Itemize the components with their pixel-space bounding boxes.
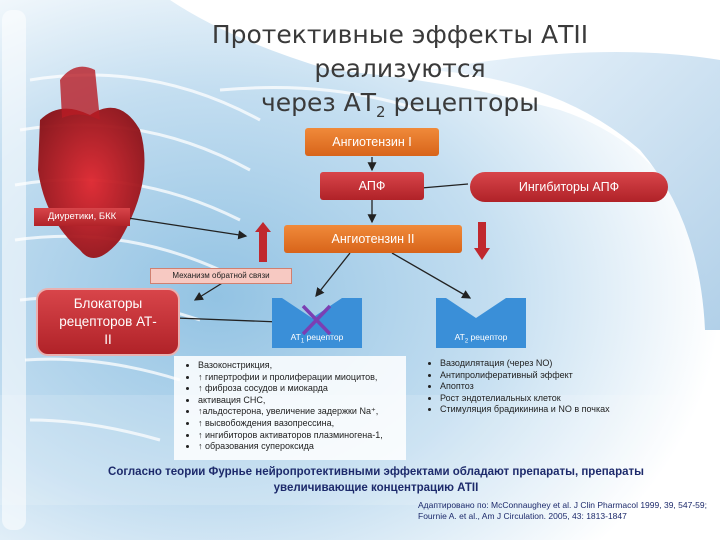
title-line-2: через АТ2 рецепторы bbox=[261, 88, 539, 121]
feedback-label-box: Механизм обратной связи bbox=[150, 268, 292, 284]
slide-title: Протективные эффекты АТII реализуются че… bbox=[140, 18, 660, 129]
list-item: Рост эндотелиальных клеток bbox=[440, 393, 626, 405]
angiotensin-1-node: Ангиотензин I bbox=[305, 128, 439, 156]
ace-inhibitors-label: Ингибиторы АПФ bbox=[518, 180, 620, 194]
conclusion-text: Согласно теории Фурнье нейропротективным… bbox=[108, 466, 644, 494]
ace-inhibitors-node: Ингибиторы АПФ bbox=[470, 172, 668, 202]
list-item: ↑ гипертрофии и пролиферации миоцитов, bbox=[198, 372, 406, 384]
list-item: Стимуляция брадикинина и NO в почках bbox=[440, 404, 626, 416]
angiotensin-2-node: Ангиотензин II bbox=[284, 225, 462, 253]
list-item: активация СНС, bbox=[198, 395, 406, 407]
title-line-1: Протективные эффекты АТII реализуются bbox=[211, 20, 589, 83]
at2-effects-panel: Вазодилятация (через NO) Антипролиферати… bbox=[416, 358, 626, 416]
list-item: ↑альдостерона, увеличение задержки Na⁺, bbox=[198, 406, 406, 418]
ace-label: АПФ bbox=[358, 179, 386, 193]
at1-effects-panel: Вазоконстрикция, ↑ гипертрофии и пролифе… bbox=[174, 356, 406, 460]
at2-receptor-label: АТ2 рецептор bbox=[454, 332, 508, 345]
ace-node: АПФ bbox=[320, 172, 424, 200]
angiotensin-2-label: Ангиотензин II bbox=[331, 232, 415, 246]
reference-line-2: Fournie A. et al., Am J Circulation. 200… bbox=[418, 511, 627, 521]
at2-effects-list: Вазодилятация (через NO) Антипролиферати… bbox=[416, 358, 626, 416]
feedback-label: Механизм обратной связи bbox=[172, 271, 270, 280]
list-item: ↑ ингибиторов активаторов плазминогена-1… bbox=[198, 430, 406, 442]
list-item: Апоптоз bbox=[440, 381, 626, 393]
at2-receptor-shape bbox=[436, 298, 526, 348]
receptor-blockers-label: Блокаторы рецепторов АТ-II bbox=[59, 296, 157, 347]
arrow-to-at1 bbox=[315, 252, 351, 298]
at1-receptor-label: АТ1 рецептор bbox=[290, 332, 344, 345]
reference-line-1: Адаптировано по: McConnaughey et al. J C… bbox=[418, 500, 707, 510]
list-item: Антипролиферативный эффект bbox=[440, 370, 626, 382]
list-item: ↑ фиброза сосудов и миокарда bbox=[198, 383, 406, 395]
list-item: Вазодилятация (через NO) bbox=[440, 358, 626, 370]
arrow-blockers-to-at1 bbox=[175, 317, 282, 327]
at1-block-cross-icon bbox=[301, 304, 332, 336]
arrow-to-at2 bbox=[391, 252, 472, 299]
decrease-arrow-icon bbox=[474, 222, 490, 260]
list-item: ↑ высвобождения вазопрессина, bbox=[198, 418, 406, 430]
diuretics-node: Диуретики, БКК bbox=[34, 208, 130, 226]
list-item: Вазоконстрикция, bbox=[198, 360, 406, 372]
receptor-blockers-node: Блокаторы рецепторов АТ-II bbox=[36, 288, 180, 356]
list-item: ↑ образования супероксида bbox=[198, 441, 406, 453]
angiotensin-1-label: Ангиотензин I bbox=[332, 135, 412, 149]
reference-text: Адаптировано по: McConnaughey et al. J C… bbox=[418, 500, 713, 522]
increase-arrow-icon bbox=[255, 222, 271, 262]
diuretics-label: Диуретики, БКК bbox=[47, 211, 117, 222]
arrow-diuretics bbox=[127, 217, 248, 240]
at1-effects-list: Вазоконстрикция, ↑ гипертрофии и пролифе… bbox=[174, 356, 406, 453]
